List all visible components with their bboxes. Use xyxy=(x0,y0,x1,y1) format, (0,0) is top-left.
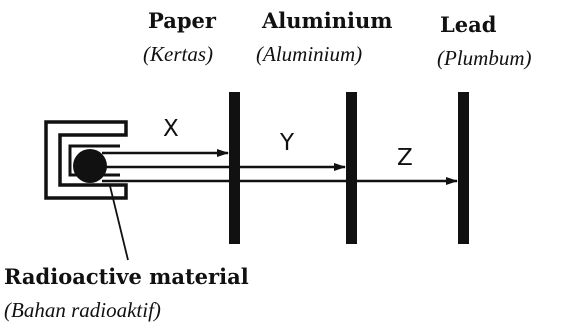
lead-barrier xyxy=(458,92,469,244)
radioactive-material-label-malay: (Bahan radioaktif) xyxy=(4,298,161,322)
paper-label: Paper xyxy=(148,8,216,33)
ray-x-label: X xyxy=(163,116,179,142)
aluminium-barrier xyxy=(346,92,357,244)
lead-label-malay: (Plumbum) xyxy=(437,46,532,70)
aluminium-label: Aluminium xyxy=(262,8,393,33)
source-container xyxy=(44,120,128,200)
aluminium-label-malay: (Aluminium) xyxy=(256,42,363,66)
ray-y-label: Y xyxy=(280,130,295,156)
source-pointer-line xyxy=(109,185,129,261)
lead-label: Lead xyxy=(440,12,497,37)
paper-label-malay: (Kertas) xyxy=(143,42,213,66)
radioactive-material-label: Radioactive material xyxy=(4,264,249,289)
radioactive-source xyxy=(73,149,107,183)
ray-z-label: Z xyxy=(397,145,413,171)
